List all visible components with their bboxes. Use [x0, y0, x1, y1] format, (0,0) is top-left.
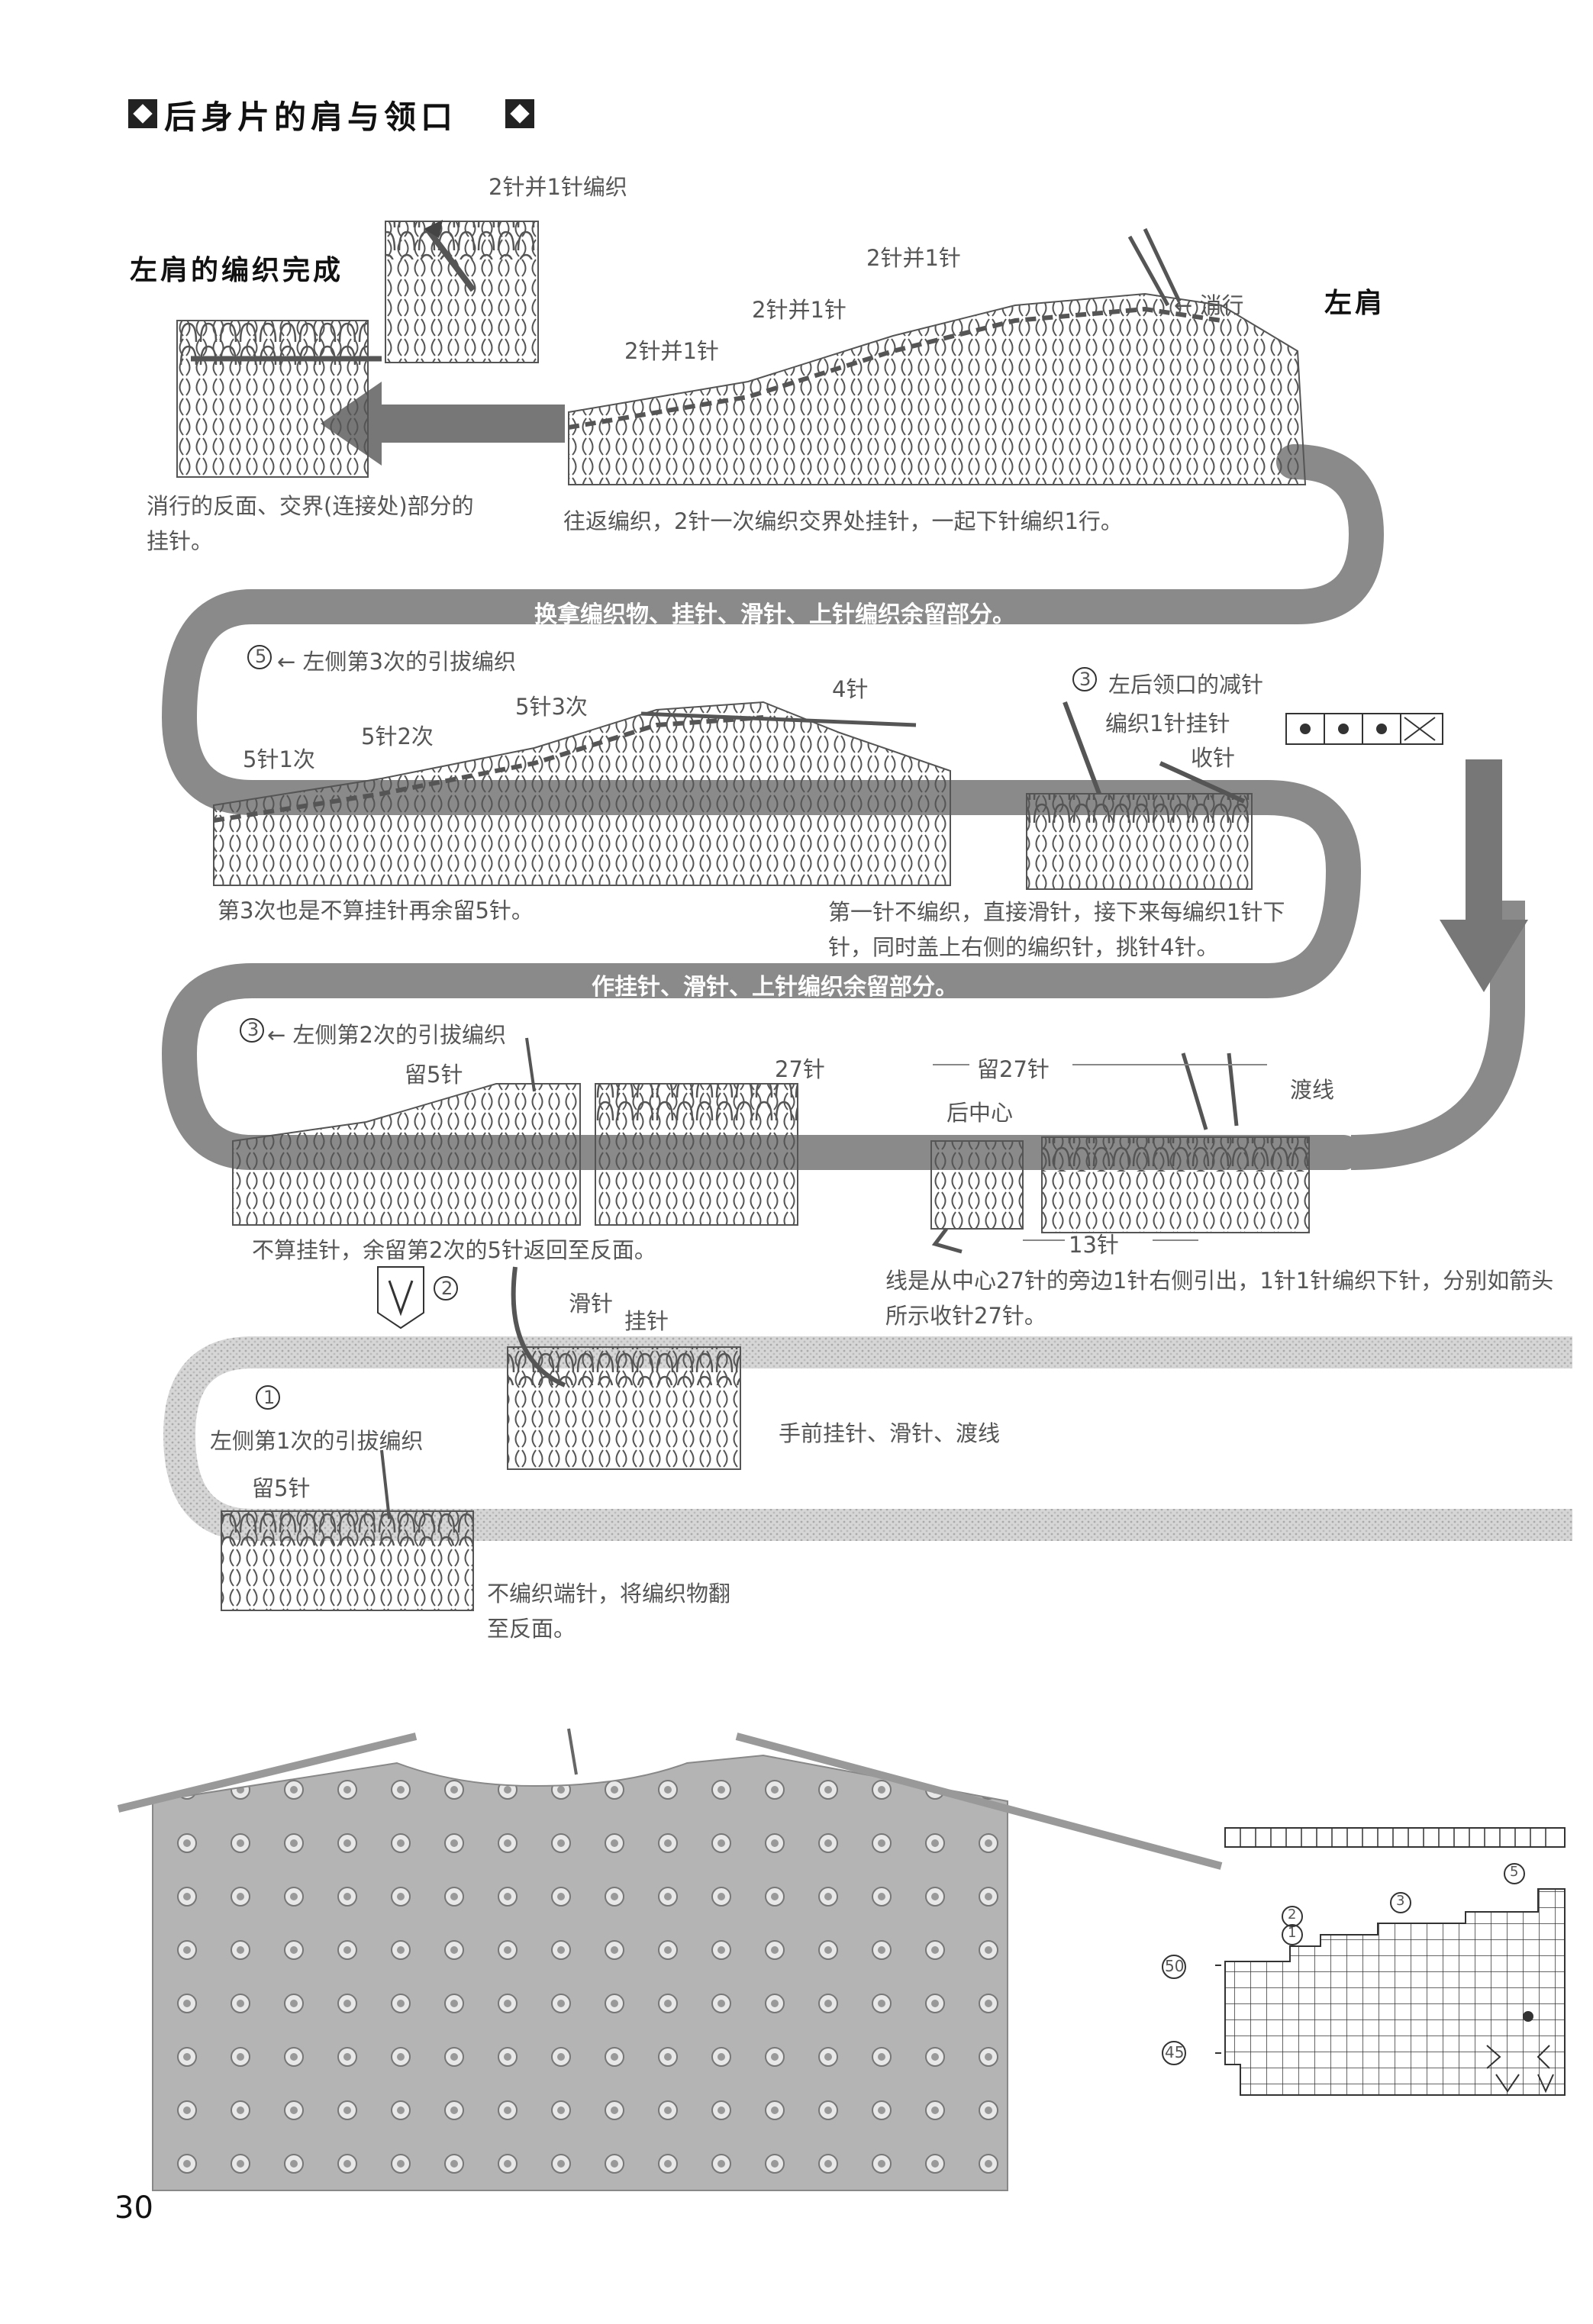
note-return-back: 不算挂针，余留第2次的5针返回至反面。	[252, 1237, 656, 1263]
step2-number: 2	[441, 1278, 453, 1299]
step1-label: 左侧第1次的引拔编织	[210, 1428, 424, 1454]
bind-off-label: 收针	[1191, 745, 1236, 771]
k2tog-label-d: 2针并1针	[624, 338, 719, 364]
neck-decrease-label: 左后领口的减针	[1108, 672, 1264, 698]
label-5st-3: 5针3次	[515, 694, 588, 720]
yo-label: 挂针	[624, 1308, 669, 1334]
swatch-step3	[232, 1037, 798, 1226]
label-27st: 27针	[775, 1056, 825, 1082]
short-row-end-label: ← 消行	[1174, 292, 1244, 318]
k2tog-label-b: 2针并1针	[866, 245, 961, 271]
band-text-2: 作挂针、滑针、上针编织余留部分。	[592, 974, 958, 1001]
slip-label: 滑针	[569, 1291, 614, 1317]
title-diamond-icon	[128, 99, 534, 128]
flow-path	[161, 444, 1572, 1541]
step3-number-a: 3	[1079, 669, 1092, 690]
label-13st: 13针	[1069, 1232, 1119, 1258]
label-5st-1: 5针1次	[243, 746, 315, 772]
step5-number: 5	[255, 646, 267, 667]
keep-27st-label: 留27针	[977, 1056, 1050, 1082]
knit-photo	[117, 1728, 1223, 2191]
note-slip-bind-off: 第一针不编织，直接滑针，接下来每编织1针下针，同时盖上右侧的编织针，挑针4针。	[828, 899, 1285, 960]
swatch-k2tog	[385, 220, 539, 363]
note-third-time: 第3次也是不算挂针再余留5针。	[218, 898, 534, 923]
chart-mark-2: 2	[1288, 1907, 1297, 1923]
left-shoulder-done-label: 左肩的编织完成	[130, 254, 344, 286]
knitting-chart	[1215, 1827, 1566, 2096]
note-turn-work: 不编织端针，将编织物翻至反面。	[487, 1581, 731, 1642]
note-bind-off-27: 线是从中心27针的旁边1针右侧引出，1针1针编织下针，分别如箭头所示收针27针。	[885, 1268, 1554, 1329]
bracket-lines	[933, 1064, 1267, 1241]
flow-arrow-left	[321, 382, 565, 466]
flow-arrow-down	[1440, 759, 1528, 992]
chart-mark-1: 1	[1288, 1925, 1297, 1941]
swatch-back-center	[930, 1052, 1310, 1254]
carry-yarn-label: 渡线	[1290, 1077, 1335, 1103]
swatch-step2	[377, 1266, 741, 1470]
legend-boxes	[1285, 713, 1443, 745]
keep-5st-label: 留5针	[405, 1062, 463, 1088]
note-knit-one-row: 往返编织，2针一次编织交界处挂针，一起下针编织1行。	[563, 508, 1123, 534]
step-circles	[240, 645, 1525, 2065]
swatch-finished-shoulder	[176, 320, 382, 478]
swatch-left-shoulder	[568, 227, 1307, 485]
page-title: 后身片的肩与领口	[164, 98, 458, 136]
note-front-yo: 手前挂针、滑针、渡线	[779, 1420, 1001, 1446]
keep-5st-label-2: 留5针	[252, 1475, 311, 1501]
step3-label: ← 左侧第2次的引拔编织	[267, 1022, 506, 1048]
step1-number: 1	[263, 1387, 276, 1408]
note-short-row-back: 消行的反面、交界(连接处)部分的挂针。	[147, 493, 474, 554]
back-center-label: 后中心	[946, 1100, 1014, 1126]
chart-row-45: 45	[1165, 2043, 1185, 2061]
k2tog-label-c: 2针并1针	[752, 297, 846, 323]
page-number: 30	[114, 2190, 153, 2226]
swatch-step1	[221, 1449, 474, 1611]
k2tog-label-a: 2针并1针编织	[489, 174, 627, 200]
band-text-1: 换拿编织物、挂针、滑针、上针编织余留部分。	[534, 601, 1015, 628]
swatch-step5	[213, 701, 951, 886]
chart-mark-3: 3	[1396, 1893, 1405, 1909]
label-5st-2: 5针2次	[361, 724, 434, 749]
knit1-yo-label: 编织1针挂针	[1105, 711, 1230, 737]
step3-number-b: 3	[247, 1019, 260, 1040]
chart-mark-5: 5	[1510, 1864, 1519, 1880]
label-4st: 4针	[832, 676, 869, 702]
chart-row-50: 50	[1165, 1957, 1185, 1975]
swatch-neck-decrease	[1026, 701, 1253, 890]
left-shoulder-label: 左肩	[1324, 287, 1386, 319]
step5-label: ← 左侧第3次的引拔编织	[277, 649, 516, 675]
